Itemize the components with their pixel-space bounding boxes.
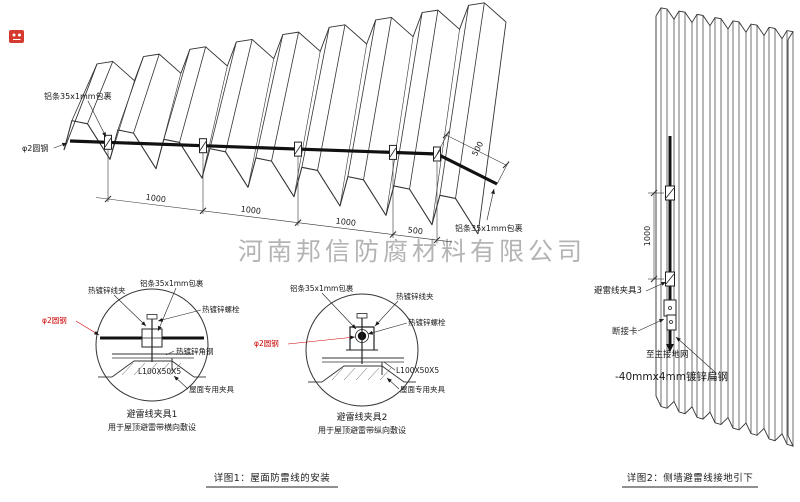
d1-clip-label: 热镀锌线夹 bbox=[88, 285, 126, 295]
wall-disconnect-label: 断接卡 bbox=[612, 326, 638, 337]
d2-title: 避雷线夹具2 bbox=[337, 411, 388, 423]
disconnect-card bbox=[663, 299, 677, 331]
leader-line bbox=[486, 188, 495, 221]
d1-rod-label: φ2圆钢 bbox=[42, 315, 67, 325]
wire-clamp-3 bbox=[294, 141, 302, 157]
wall-dim-label: 1000 bbox=[643, 226, 652, 246]
roof-dimensions: 1000 1000 1000 500 bbox=[95, 150, 453, 244]
d2-rod-label: φ2圆钢 bbox=[254, 338, 279, 348]
wall-clamp-a bbox=[665, 185, 675, 201]
detail-1-hatch bbox=[121, 362, 182, 376]
d1-subtitle: 用于屋顶避雷带横向敷设 bbox=[108, 422, 196, 432]
d2-fixture-label: 屋面专用夹具 bbox=[400, 384, 445, 394]
detail-2-circle bbox=[305, 293, 419, 407]
d1-angle-label: 热镀锌角钢 bbox=[176, 346, 214, 356]
detail-1-circle bbox=[95, 288, 209, 402]
d1-alu-label: 铝条35x1mm包裹 bbox=[140, 278, 204, 288]
leader-line bbox=[87, 100, 107, 138]
wall-dimension: 1000 bbox=[643, 189, 664, 283]
d2-alu-label: 铝条35x1mm包裹 bbox=[290, 283, 354, 293]
wire-clamp-2 bbox=[199, 138, 207, 154]
roof-corrugated-sheet bbox=[63, 2, 507, 235]
leader-line bbox=[53, 142, 68, 149]
watermark-text: 河南邦信防腐材料有限公司 bbox=[238, 237, 586, 266]
wall-ground-label: 至主接地网 bbox=[646, 349, 689, 360]
d1-title: 避雷线夹具1 bbox=[127, 408, 178, 420]
figure-captions: 详图1：屋面防雷线的安装 详图2：侧墙避雷线接地引下 bbox=[206, 472, 758, 488]
d2-subtitle: 用于屋顶避雷带纵向敷设 bbox=[318, 425, 406, 435]
red-logo-icon bbox=[9, 30, 24, 43]
roof-labels: 铝条35x1mm包裹 φ2圆钢 铝条35x1mm包裹 bbox=[22, 91, 523, 233]
wire-clamp-4 bbox=[389, 144, 397, 160]
wire-clamp-1 bbox=[104, 134, 112, 150]
wall-clamp3-label: 避雷线夹具3 bbox=[594, 285, 642, 296]
wall-corrugated-sheet bbox=[655, 7, 794, 447]
d2-angle-size-label: L100X50X5 bbox=[396, 366, 439, 375]
d1-angle-size-label: L100X50X5 bbox=[138, 367, 181, 376]
fig2-caption: 详图2：侧墙避雷线接地引下 bbox=[627, 472, 754, 484]
detail-1-roof-crest bbox=[111, 360, 195, 378]
wall-clamp-b bbox=[665, 271, 675, 287]
dim-label-4: 500 bbox=[407, 225, 423, 236]
detail-2-roof-crest bbox=[321, 365, 405, 383]
down-arrow bbox=[666, 344, 674, 352]
dim-label-1: 1000 bbox=[145, 193, 166, 204]
d2-clip-label: 热镀锌线夹 bbox=[396, 291, 434, 301]
fig1-caption: 详图1：屋面防雷线的安装 bbox=[214, 472, 331, 484]
detail-2-hatch bbox=[331, 367, 392, 381]
d2-bolt-label: 热镀锌螺栓 bbox=[408, 317, 446, 327]
wall-labels: 避雷线夹具3 断接卡 至主接地网 -40mmx4mm镀锌扁钢 bbox=[594, 281, 728, 383]
detail-2: 铝条35x1mm包裹 热镀锌线夹 热镀锌螺栓 φ2圆钢 L100X50X5 屋面… bbox=[254, 283, 446, 435]
d1-bolt-label: 热镀锌螺栓 bbox=[202, 304, 240, 314]
roof-rod-label: φ2圆钢 bbox=[22, 143, 48, 153]
d1-fixture-label: 屋面专用夹具 bbox=[189, 384, 234, 394]
roof-alu-top-label: 铝条35x1mm包裹 bbox=[44, 91, 112, 101]
wall-wire-group bbox=[663, 136, 677, 352]
dim-label-2: 1000 bbox=[240, 205, 261, 216]
dim-label-3: 1000 bbox=[335, 217, 356, 228]
roof-alu-bottom-label: 铝条35x1mm包裹 bbox=[455, 223, 523, 233]
detail-1: 热镀锌线夹 铝条35x1mm包裹 热镀锌螺栓 φ2圆钢 热镀锌角钢 L100X5… bbox=[42, 278, 240, 432]
wall-flat-steel-label: -40mmx4mm镀锌扁钢 bbox=[615, 370, 728, 383]
